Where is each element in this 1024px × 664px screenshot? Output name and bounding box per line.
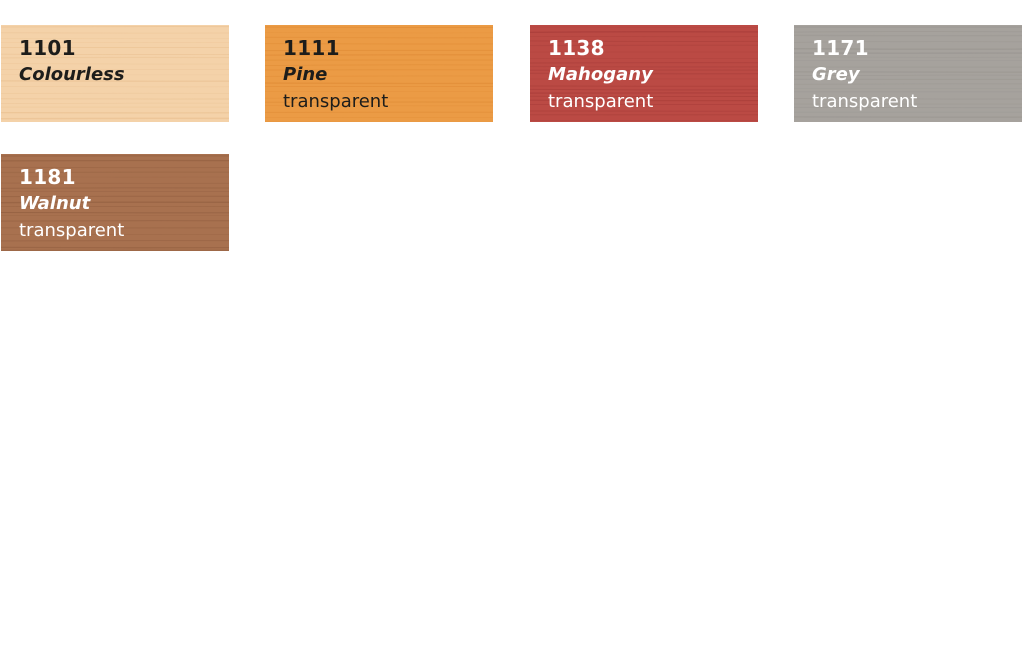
swatch-code: 1171 [812, 36, 869, 60]
color-swatch-colourless[interactable]: 1101 Colourless [1, 25, 229, 122]
swatch-code: 1101 [19, 36, 76, 60]
swatch-name: Walnut [19, 193, 91, 214]
swatch-finish: transparent [548, 91, 654, 112]
swatch-name: Mahogany [548, 64, 653, 85]
swatch-finish: transparent [283, 91, 389, 112]
color-swatch-walnut[interactable]: 1181 Walnut transparent [1, 154, 229, 251]
swatch-name: Colourless [19, 64, 125, 85]
swatch-code: 1111 [283, 36, 340, 60]
color-swatch-pine[interactable]: 1111 Pine transparent [265, 25, 493, 122]
swatch-name: Grey [812, 64, 860, 85]
swatch-code: 1138 [548, 36, 605, 60]
color-swatch-mahogany[interactable]: 1138 Mahogany transparent [530, 25, 758, 122]
grain-line [530, 31, 758, 33]
swatch-code: 1181 [19, 165, 76, 189]
swatch-name: Pine [283, 64, 328, 85]
color-swatch-grey[interactable]: 1171 Grey transparent [794, 25, 1022, 122]
swatch-finish: transparent [19, 220, 125, 241]
swatch-finish: transparent [812, 91, 918, 112]
